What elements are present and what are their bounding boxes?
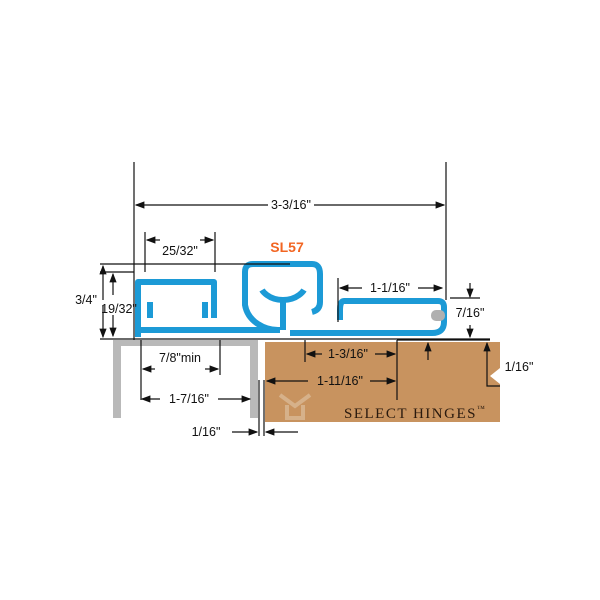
dim-frame-min: 7/8"min — [159, 351, 201, 365]
dim-overall-width: 3-3/16" — [271, 198, 311, 212]
door-wood — [265, 342, 500, 422]
dimension-lines — [99, 162, 500, 436]
dim-leaf-width: 1-1/16" — [370, 281, 410, 295]
dim-door-offset-b: 1-11/16" — [317, 374, 363, 388]
dim-door-offset-a: 1-3/16" — [328, 347, 368, 361]
model-label: SL57 — [270, 239, 304, 255]
dim-height: 3/4" — [75, 293, 97, 307]
dim-door-gap-right: 1/16" — [505, 360, 534, 374]
brand-logo-icon — [278, 393, 312, 420]
dim-leaf-height: 7/16" — [456, 306, 485, 320]
hinge-profile — [135, 261, 447, 337]
pin — [431, 310, 445, 321]
dim-channel-width: 25/32" — [162, 244, 198, 258]
dim-frame-width: 1-7/16" — [169, 392, 209, 406]
frame — [113, 340, 258, 418]
brand-name: SELECT HINGES™ — [344, 404, 486, 422]
dim-door-gap-bottom: 1/16" — [192, 425, 221, 439]
dim-channel-height: 19/32" — [101, 302, 137, 316]
